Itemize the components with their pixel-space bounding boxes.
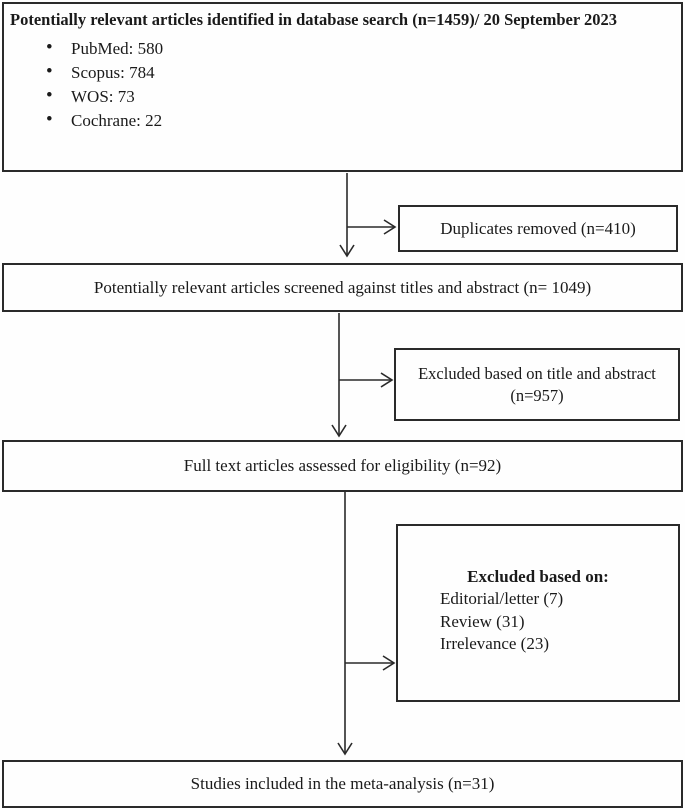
- duplicates-removed-label: Duplicates removed (n=410): [440, 218, 636, 238]
- list-item-pubmed: PubMed: 580: [4, 36, 681, 61]
- eligibility-box: Full text articles assessed for eligibil…: [2, 440, 683, 492]
- list-item-scopus: Scopus: 784: [4, 60, 681, 85]
- identification-box: Potentially relevant articles identified…: [2, 2, 683, 172]
- included-box: Studies included in the meta-analysis (n…: [2, 760, 683, 808]
- list-item-irrelevance: Irrelevance (23): [440, 634, 550, 653]
- arrow-to-excluded-full-icon: [345, 655, 396, 671]
- excluded-reasons-list: Editorial/letter (7) Review (31) Irrelev…: [398, 588, 678, 656]
- list-item-wos: WOS: 73: [4, 84, 681, 109]
- duplicates-removed-box: Duplicates removed (n=410): [398, 205, 678, 252]
- identification-title: Potentially relevant articles identified…: [10, 10, 618, 29]
- arrow-identification-down-icon: [339, 173, 355, 258]
- excluded-title-abstract-line2: (n=957): [510, 385, 564, 405]
- screening-label: Potentially relevant articles screened a…: [93, 277, 592, 297]
- list-item-cochrane: Cochrane: 22: [4, 108, 681, 133]
- excluded-title-abstract-box: Excluded based on title and abstract (n=…: [394, 348, 680, 421]
- arrow-screening-down-icon: [331, 313, 347, 438]
- screening-box: Potentially relevant articles screened a…: [2, 263, 683, 312]
- list-item-review: Review (31): [440, 611, 525, 631]
- database-list: PubMed: 580 Scopus: 784 WOS: 73 Cochrane…: [4, 36, 681, 133]
- list-item-editorial: Editorial/letter (7): [440, 589, 564, 608]
- eligibility-label: Full text articles assessed for eligibil…: [183, 456, 502, 475]
- arrow-to-duplicates-icon: [347, 219, 397, 235]
- excluded-title-abstract-line1: Excluded based on title and abstract: [418, 363, 656, 383]
- included-label: Studies included in the meta-analysis (n…: [190, 774, 495, 793]
- excluded-full-text-box: Excluded based on: Editorial/letter (7) …: [396, 524, 680, 702]
- arrow-eligibility-down-icon: [337, 492, 353, 756]
- excluded-full-text-title: Excluded based on:: [467, 567, 609, 586]
- arrow-to-excluded-title-icon: [339, 372, 394, 388]
